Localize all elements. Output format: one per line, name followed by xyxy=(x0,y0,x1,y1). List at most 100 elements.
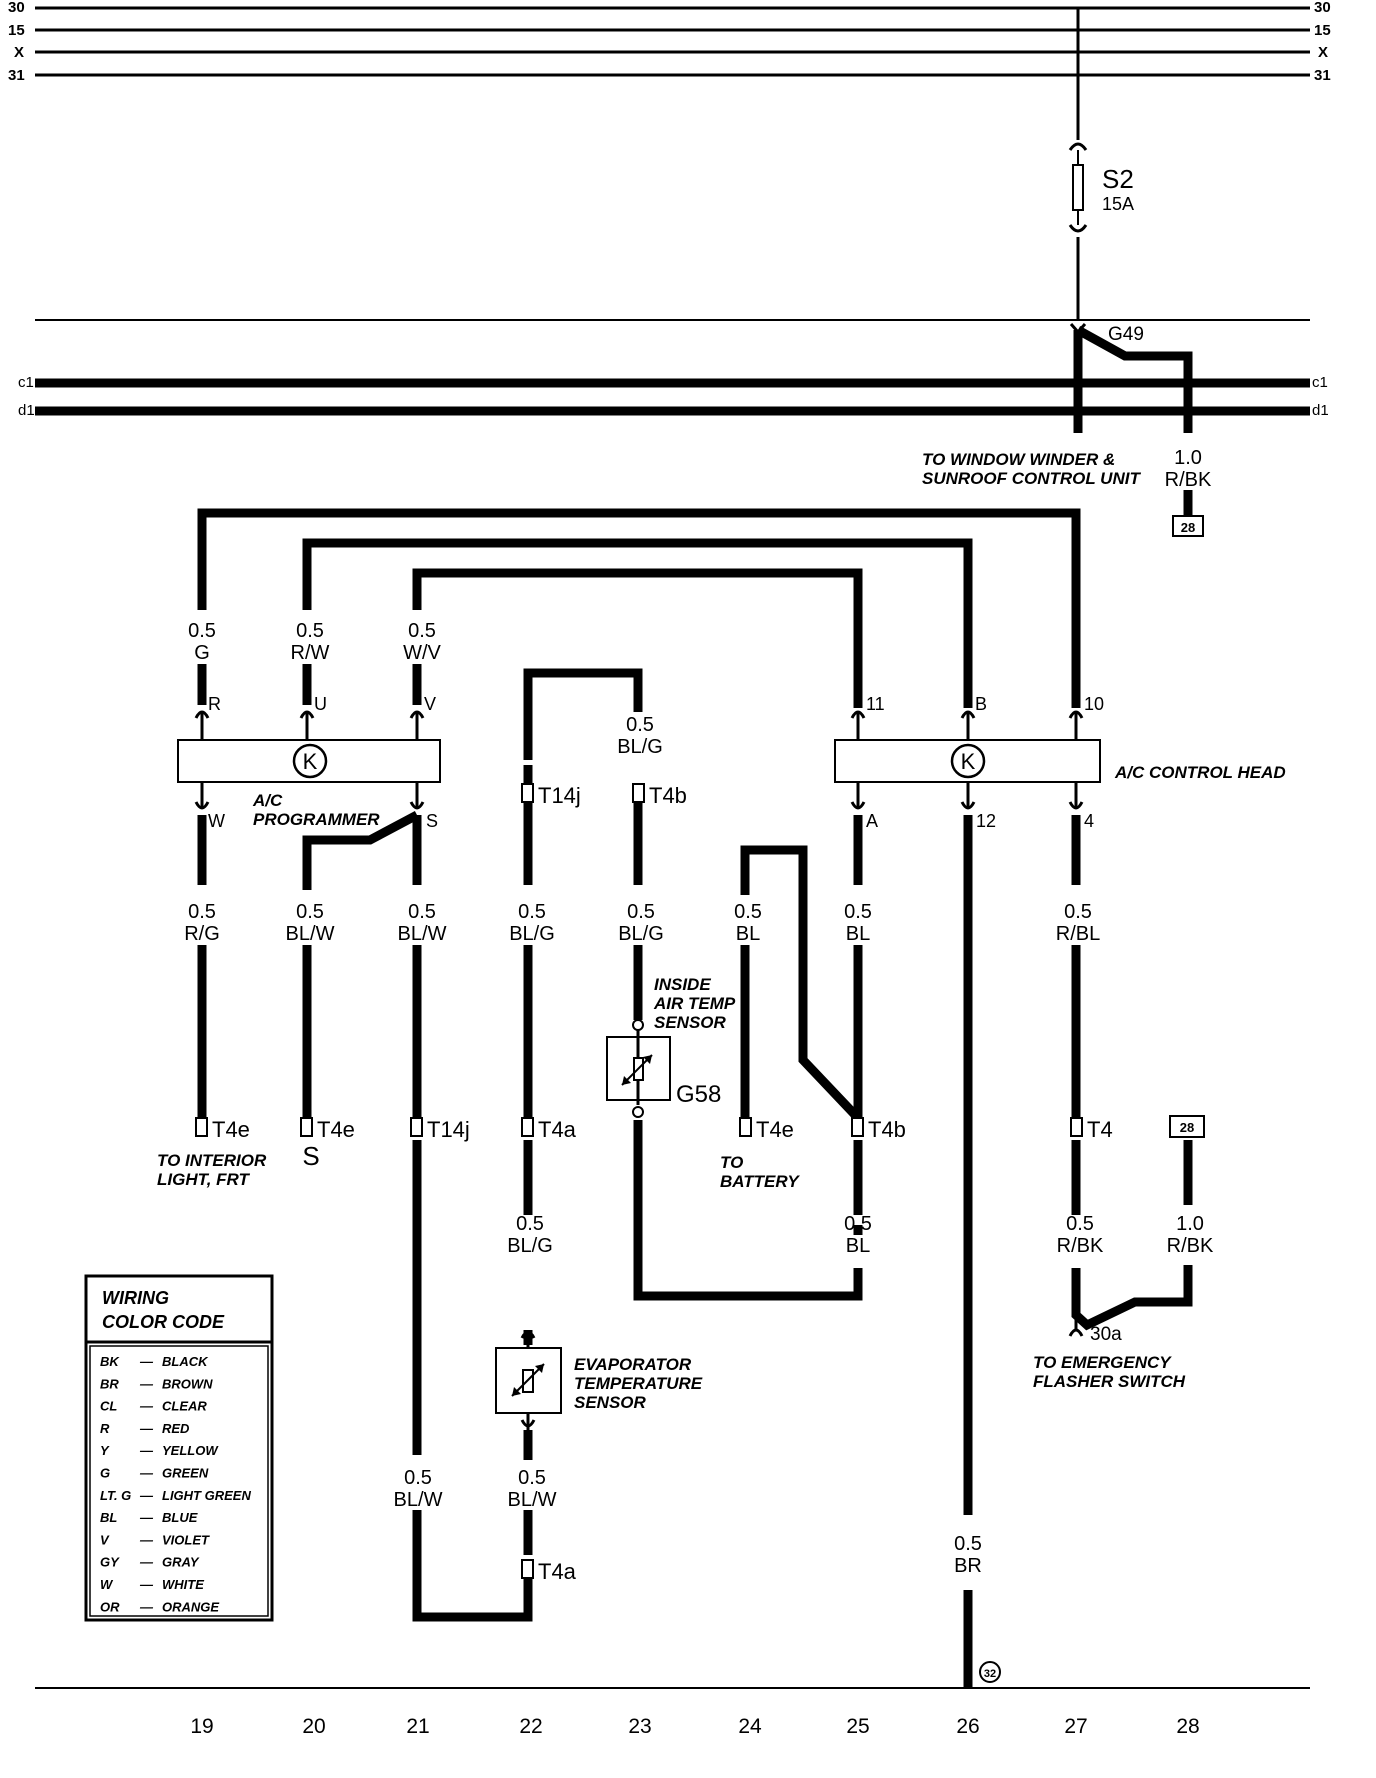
conn-t4a-22-bottom: T4a xyxy=(538,1559,577,1584)
legend-code: BK xyxy=(100,1354,120,1369)
splice-g49: G49 xyxy=(1069,323,1193,433)
ref-28-top: 28 xyxy=(1181,520,1195,535)
label-w23-top-1: 0.5 xyxy=(626,714,654,736)
label-w27-top-1: 1.0 xyxy=(1174,447,1202,469)
legend-code: CL xyxy=(100,1399,117,1414)
ground-rails: c1 d1 c1 d1 xyxy=(18,319,1329,419)
pin-4: 4 xyxy=(1084,811,1094,831)
label-w23-top-2: BL/G xyxy=(617,736,663,758)
legend-dash: — xyxy=(139,1399,154,1414)
pin-10: 10 xyxy=(1084,694,1104,714)
legend-color-name: WHITE xyxy=(162,1577,204,1592)
bus-label-15-left: 15 xyxy=(8,22,25,39)
col-20: 20 xyxy=(302,1715,325,1738)
pin-w: W xyxy=(208,811,225,831)
legend-dash: — xyxy=(139,1510,154,1525)
label-w22-bot-1: 0.5 xyxy=(518,1467,546,1489)
label-w19-top-1: 0.5 xyxy=(188,620,216,642)
label-w24-mid-1: 0.5 xyxy=(734,901,762,923)
label-w20-top-2: R/W xyxy=(291,642,330,664)
note-interior-1: TO INTERIOR xyxy=(157,1151,267,1170)
conn-t4-27: T4 xyxy=(1087,1117,1113,1142)
label-w20-mid-1: 0.5 xyxy=(296,901,324,923)
conn-t4e-19: T4e xyxy=(212,1117,250,1142)
note-window-winder-2: SUNROOF CONTROL UNIT xyxy=(922,469,1141,488)
pin-s: S xyxy=(426,811,438,831)
column-numbers: 19 20 21 22 23 24 25 26 27 28 xyxy=(190,1715,1199,1738)
connector-markers xyxy=(195,783,1083,1579)
sensor-evaporator xyxy=(495,1330,562,1430)
legend-dash: — xyxy=(139,1577,154,1592)
legend-dash: — xyxy=(139,1532,154,1547)
legend-code: Y xyxy=(100,1443,110,1458)
c1-label-right: c1 xyxy=(1312,374,1328,391)
ref-28-bottom: 28 xyxy=(1180,1120,1194,1135)
d1-label-left: d1 xyxy=(18,402,35,419)
col-26: 26 xyxy=(956,1715,979,1738)
pin-b: B xyxy=(975,694,987,714)
fuse-id: S2 xyxy=(1102,164,1134,194)
d1-label-right: d1 xyxy=(1312,402,1329,419)
note-control-head: A/C CONTROL HEAD xyxy=(1114,763,1286,782)
ref-box-28-bottom xyxy=(1169,1115,1205,1138)
pin-a: A xyxy=(866,811,878,831)
label-w21-bot-1: 0.5 xyxy=(404,1467,432,1489)
legend-dash: — xyxy=(139,1443,154,1458)
bus-label-30-left: 30 xyxy=(8,0,25,16)
label-w23-mid-1: 0.5 xyxy=(627,901,655,923)
legend-dash: — xyxy=(139,1488,154,1503)
note-flasher-1: TO EMERGENCY xyxy=(1033,1353,1172,1372)
conn-t4b-top: T4b xyxy=(649,783,687,808)
bus-lines: 30 15 X 31 30 15 X 31 xyxy=(8,0,1331,84)
legend-code: BR xyxy=(100,1376,119,1391)
legend-code: R xyxy=(100,1421,110,1436)
conn-t4a-22: T4a xyxy=(538,1117,577,1142)
label-w21-bot-2: BL/W xyxy=(394,1489,443,1511)
note-window-winder-1: TO WINDOW WINDER & xyxy=(922,450,1115,469)
label-g58: G58 xyxy=(676,1081,721,1108)
legend-dash: — xyxy=(139,1599,154,1614)
label-w27-mid-2: R/BL xyxy=(1056,923,1100,945)
legend-dash: — xyxy=(139,1555,154,1570)
legend-color-name: YELLOW xyxy=(162,1443,219,1458)
legend-color-name: BLUE xyxy=(162,1510,198,1525)
col-23: 23 xyxy=(628,1715,651,1738)
pin-12: 12 xyxy=(976,811,996,831)
note-evaporator-3: SENSOR xyxy=(574,1393,647,1412)
flasher-terminal xyxy=(1068,1318,1084,1337)
ac-control-head: K xyxy=(834,739,1101,783)
bus-label-x-right: X xyxy=(1318,44,1328,61)
label-w28-low-2: R/BK xyxy=(1167,1235,1214,1257)
conn-t4e-24: T4e xyxy=(756,1117,794,1142)
conn-t14j-top: T14j xyxy=(538,783,581,808)
pin-u: U xyxy=(314,694,327,714)
label-w20-top-1: 0.5 xyxy=(296,620,324,642)
label-w24-mid-2: BL xyxy=(736,923,760,945)
fuse-rating: 15A xyxy=(1102,194,1134,214)
legend-color-name: RED xyxy=(162,1421,190,1436)
legend-code: V xyxy=(100,1532,110,1547)
label-w22-low-2: BL/G xyxy=(507,1235,553,1257)
legend-color-name: GRAY xyxy=(162,1555,200,1570)
conn-t4b-25: T4b xyxy=(868,1117,906,1142)
s-mark: S xyxy=(302,1141,319,1171)
col-24: 24 xyxy=(738,1715,762,1738)
legend-code: G xyxy=(100,1466,110,1481)
note-inside-air-1: INSIDE xyxy=(654,975,711,994)
note-inside-air-3: SENSOR xyxy=(654,1013,727,1032)
legend-code: BL xyxy=(100,1510,117,1525)
legend-code: OR xyxy=(100,1599,120,1614)
legend-color-name: VIOLET xyxy=(162,1532,210,1547)
ground-ref-circle xyxy=(979,1661,1001,1683)
label-30a: 30a xyxy=(1090,1324,1122,1345)
note-programmer-2: PROGRAMMER xyxy=(253,810,380,829)
label-w21-mid-2: BL/W xyxy=(398,923,447,945)
note-programmer-1: A/C xyxy=(252,791,283,810)
label-w21-mid-1: 0.5 xyxy=(408,901,436,923)
bus-label-31-right: 31 xyxy=(1314,67,1331,84)
conn-t14j-21: T14j xyxy=(427,1117,470,1142)
ac-programmer: K xyxy=(177,739,441,783)
legend-color-name: ORANGE xyxy=(162,1599,219,1614)
label-w27-top-2: R/BK xyxy=(1165,469,1212,491)
col-19: 19 xyxy=(190,1715,213,1738)
